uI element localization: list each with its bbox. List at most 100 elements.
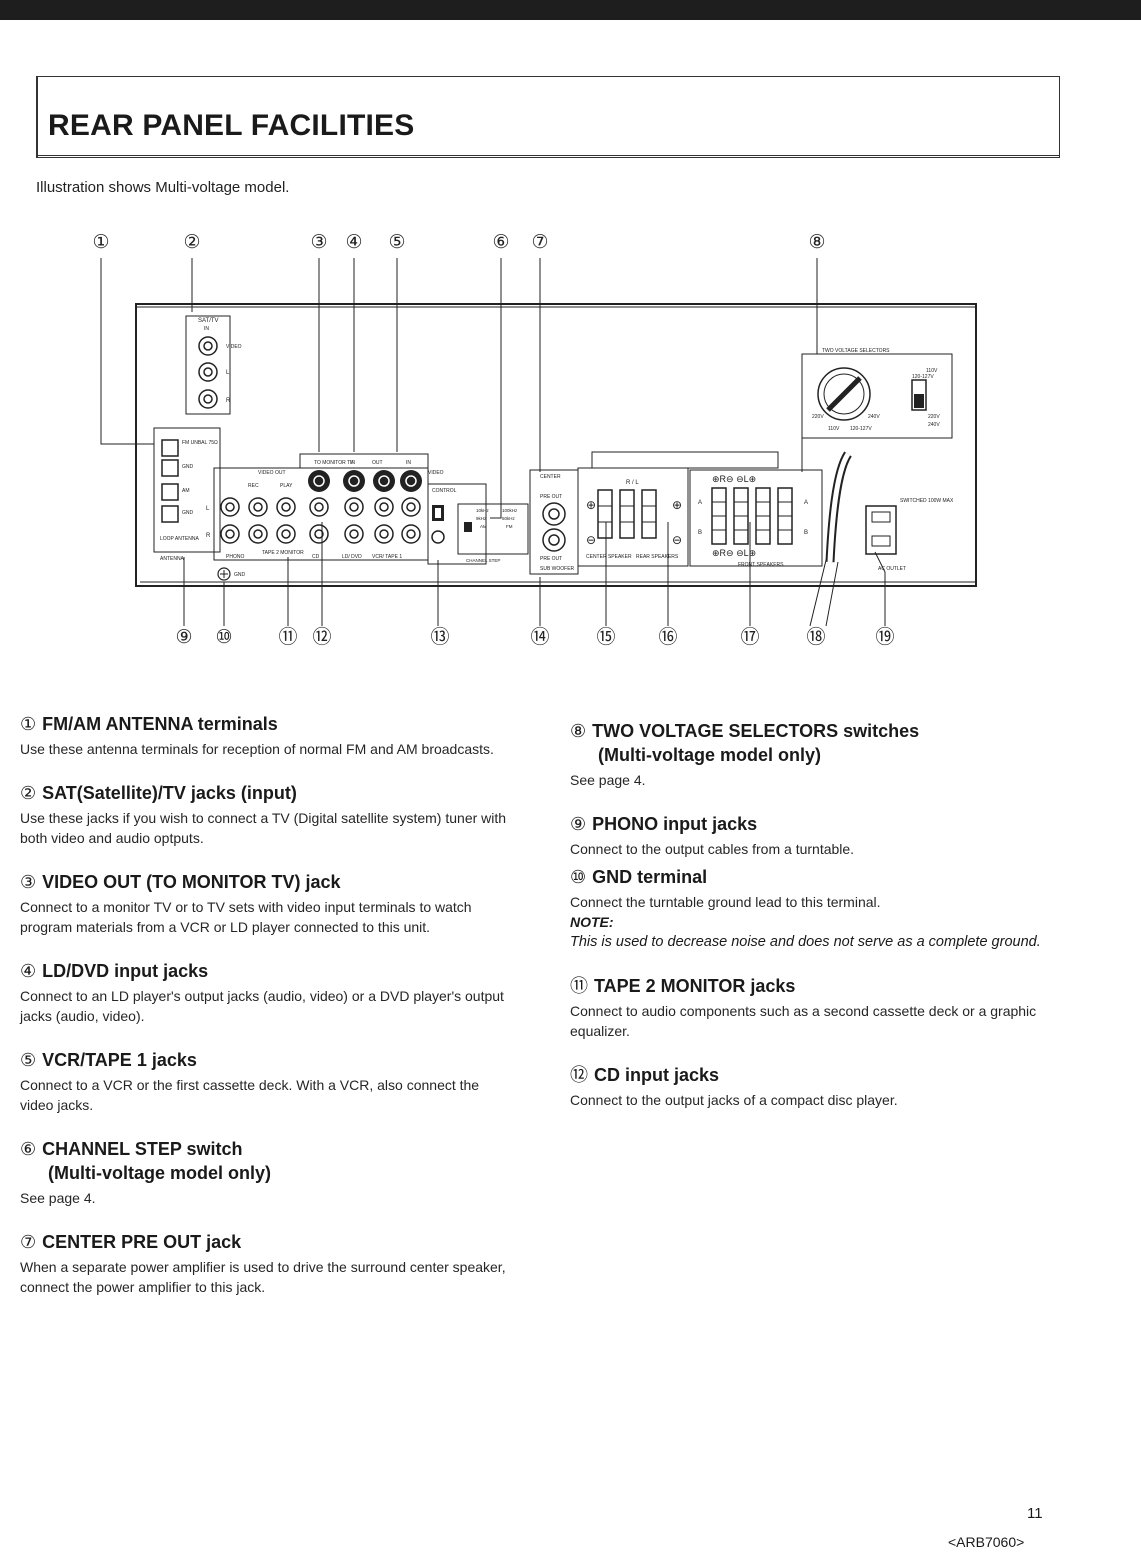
svg-text:R / L: R / L bbox=[626, 480, 639, 486]
caption: Illustration shows Multi-voltage model. bbox=[36, 179, 290, 196]
item-body: Connect to a monitor TV or to TV sets wi… bbox=[20, 899, 472, 935]
svg-text:VIDEO: VIDEO bbox=[226, 344, 242, 350]
svg-text:L: L bbox=[226, 370, 230, 376]
svg-text:CENTER SPEAKER: CENTER SPEAKER bbox=[586, 554, 632, 560]
item-subtitle: (Multi-voltage model only) bbox=[48, 1163, 271, 1183]
item-title: LD/DVD input jacks bbox=[42, 961, 209, 981]
svg-text:240V: 240V bbox=[928, 422, 940, 428]
svg-text:⊕R⊖ ⊖L⊕: ⊕R⊖ ⊖L⊕ bbox=[712, 474, 756, 484]
svg-text:L: L bbox=[206, 506, 210, 512]
svg-text:AM: AM bbox=[480, 524, 487, 529]
note-label: NOTE: bbox=[570, 914, 614, 930]
svg-text:A: A bbox=[804, 500, 808, 506]
svg-text:10kHz: 10kHz bbox=[476, 508, 490, 513]
doc-code: <ARB7060> bbox=[948, 1534, 1025, 1550]
item-body: Connect to the output cables from a turn… bbox=[570, 841, 855, 857]
svg-text:FRONT SPEAKERS: FRONT SPEAKERS bbox=[738, 562, 784, 568]
svg-text:OUT: OUT bbox=[372, 460, 383, 466]
callout-12: ⑫ bbox=[312, 626, 331, 648]
svg-text:110V: 110V bbox=[926, 368, 938, 374]
svg-text:REC: REC bbox=[248, 483, 259, 489]
callout-8: ⑧ bbox=[808, 232, 825, 253]
svg-text:VIDEO: VIDEO bbox=[428, 470, 444, 476]
top-bar bbox=[0, 0, 1141, 20]
svg-text:⊖: ⊖ bbox=[672, 533, 682, 547]
svg-text:120-127V: 120-127V bbox=[850, 426, 872, 432]
svg-text:LOOP ANTENNA: LOOP ANTENNA bbox=[160, 536, 199, 542]
svg-text:AM: AM bbox=[182, 488, 190, 494]
callout-7: ⑦ bbox=[531, 232, 548, 253]
label-sat-tv: SAT/TV bbox=[198, 318, 219, 324]
callout-17: ⑰ bbox=[740, 626, 759, 648]
svg-text:100kHz: 100kHz bbox=[502, 508, 518, 513]
item-title: PHONO input jacks bbox=[592, 814, 758, 834]
svg-text:PRE OUT: PRE OUT bbox=[540, 556, 562, 562]
item-body: Connect to audio components such as a se… bbox=[570, 1003, 1037, 1039]
svg-text:110V: 110V bbox=[828, 426, 840, 432]
svg-text:CHANNEL STEP: CHANNEL STEP bbox=[466, 558, 500, 563]
svg-text:TAPE 2 MONITOR: TAPE 2 MONITOR bbox=[262, 550, 304, 556]
item-body: Use these jacks if you wish to connect a… bbox=[20, 810, 507, 846]
item-title: CD input jacks bbox=[594, 1065, 720, 1085]
item-body: Connect to an LD player's output jacks (… bbox=[20, 988, 504, 1024]
callout-10: ⑩ bbox=[215, 627, 232, 648]
item-title: CENTER PRE OUT jack bbox=[42, 1232, 242, 1252]
callout-18: ⑱ bbox=[806, 626, 825, 648]
svg-text:R: R bbox=[206, 533, 211, 539]
svg-text:CONTROL: CONTROL bbox=[432, 488, 457, 494]
item-body: See page 4. bbox=[20, 1190, 96, 1206]
svg-text:VCR/ TAPE 1: VCR/ TAPE 1 bbox=[372, 554, 402, 560]
svg-text:CENTER: CENTER bbox=[540, 474, 561, 480]
callout-5: ⑤ bbox=[388, 232, 405, 253]
svg-text:⊕: ⊕ bbox=[586, 498, 596, 512]
svg-text:FM UNBAL 75Ω: FM UNBAL 75Ω bbox=[182, 440, 218, 446]
callout-4: ④ bbox=[345, 232, 362, 253]
svg-text:SWITCHED 100W MAX: SWITCHED 100W MAX bbox=[900, 498, 954, 504]
item-title: TAPE 2 MONITOR jacks bbox=[594, 976, 796, 996]
svg-text:220V: 220V bbox=[928, 414, 940, 420]
svg-text:IN: IN bbox=[204, 326, 209, 332]
svg-text:TWO VOLTAGE SELECTORS: TWO VOLTAGE SELECTORS bbox=[822, 348, 890, 354]
page-title: REAR PANEL FACILITIES bbox=[48, 109, 415, 142]
callout-19: ⑲ bbox=[875, 626, 894, 648]
item-title: TWO VOLTAGE SELECTORS switches bbox=[592, 721, 920, 741]
callout-15: ⑮ bbox=[596, 626, 615, 648]
svg-text:IN: IN bbox=[406, 460, 411, 466]
svg-text:⊕: ⊕ bbox=[672, 498, 682, 512]
svg-text:PHONO: PHONO bbox=[226, 554, 244, 560]
panel-frame bbox=[135, 303, 977, 587]
item-body: When a separate power amplifier is used … bbox=[20, 1259, 506, 1295]
callout-11: ⑪ bbox=[278, 626, 297, 648]
title-rule bbox=[38, 155, 1059, 156]
item-title: FM/AM ANTENNA terminals bbox=[42, 714, 278, 734]
page-number: 11 bbox=[1027, 1505, 1043, 1522]
item-title: VCR/TAPE 1 jacks bbox=[42, 1050, 197, 1070]
svg-text:TO MONITOR TV: TO MONITOR TV bbox=[314, 460, 354, 466]
svg-text:FM: FM bbox=[506, 524, 513, 529]
callout-1: ① bbox=[92, 232, 109, 253]
callout-14: ⑭ bbox=[530, 626, 549, 648]
svg-text:B: B bbox=[804, 530, 808, 536]
svg-text:GND: GND bbox=[182, 510, 194, 516]
callout-9: ⑨ bbox=[175, 627, 192, 648]
svg-text:PLAY: PLAY bbox=[280, 483, 293, 489]
svg-text:120-127V: 120-127V bbox=[912, 374, 934, 380]
svg-text:GND: GND bbox=[182, 464, 194, 470]
svg-text:SUB WOOFER: SUB WOOFER bbox=[540, 566, 575, 572]
note-text: This is used to decrease noise and does … bbox=[570, 934, 1041, 950]
svg-text:240V: 240V bbox=[868, 414, 880, 420]
svg-text:AC OUTLET: AC OUTLET bbox=[878, 566, 906, 572]
callout-13: ⑬ bbox=[430, 626, 449, 648]
item-body: Connect to the output jacks of a compact… bbox=[570, 1092, 898, 1108]
callout-6: ⑥ bbox=[492, 232, 509, 253]
callout-3: ③ bbox=[310, 232, 327, 253]
